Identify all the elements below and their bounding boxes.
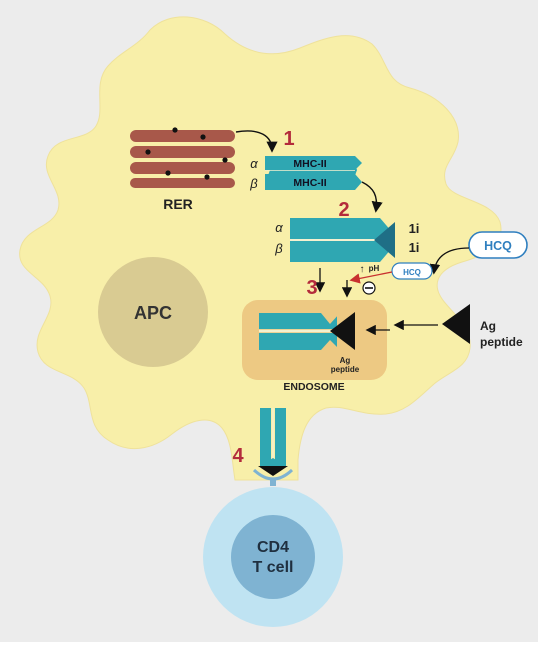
arrow-hcq-entry xyxy=(429,247,470,275)
arrow-rer-to-mhc xyxy=(235,130,278,153)
ph-label: pH xyxy=(369,264,380,273)
ag-peptide-triangle xyxy=(442,304,470,344)
hcq-inhibition-arrow xyxy=(349,271,393,284)
beta-symbol-2: β xyxy=(274,241,283,256)
hcq-intracellular-label: HCQ xyxy=(403,268,421,277)
alpha-symbol: α xyxy=(250,156,258,171)
mhc-beta-tip xyxy=(355,174,362,190)
endosome-mhc-complex xyxy=(259,312,355,350)
ph-up-arrow: ↑ xyxy=(360,264,365,275)
endosome-ag-label-line2: peptide xyxy=(331,365,360,374)
apc-nucleus xyxy=(98,257,208,367)
alpha-symbol-2: α xyxy=(275,220,283,235)
apc-label: APC xyxy=(134,303,172,323)
cd4-label-line2: T cell xyxy=(253,559,294,576)
mhc-ii-invariant-chain-complex xyxy=(290,218,395,262)
hcq-drug-pill xyxy=(468,231,528,259)
cd4-label-line1: CD4 xyxy=(257,539,289,556)
arrow-mhc-to-ii xyxy=(361,181,383,213)
step-4-label: 4 xyxy=(232,445,244,467)
endosome-ag-label-line1: Ag xyxy=(340,356,351,365)
mhc-beta-label: MHC-II xyxy=(293,177,326,189)
ii-bottom-label: 1i xyxy=(409,240,420,255)
step-3-label: 3 xyxy=(306,277,317,299)
rer-organelle xyxy=(130,127,235,188)
beta-symbol: β xyxy=(249,176,258,191)
mhc-alpha-label: MHC-II xyxy=(293,158,326,170)
mhc-alpha-tip xyxy=(355,156,362,170)
surface-mhc-tcr-synapse xyxy=(252,408,294,486)
step-1-label: 1 xyxy=(283,128,294,150)
ii-top-label: 1i xyxy=(409,221,420,236)
step-2-label: 2 xyxy=(338,199,349,221)
endosome-ag-peptide-triangle xyxy=(330,312,355,350)
cd4-tcell-nucleus xyxy=(231,515,315,599)
rer-label: RER xyxy=(163,196,193,212)
hcq-drug-label: HCQ xyxy=(484,239,512,253)
mhc-alpha-bar xyxy=(265,156,355,170)
hcq-intracellular-pill xyxy=(391,262,433,280)
endosome-label: ENDOSOME xyxy=(283,381,344,393)
ag-peptide-label-line2: peptide xyxy=(480,335,523,349)
mhc-beta-bar xyxy=(265,174,355,190)
ag-peptide-label-line1: Ag xyxy=(480,319,496,333)
